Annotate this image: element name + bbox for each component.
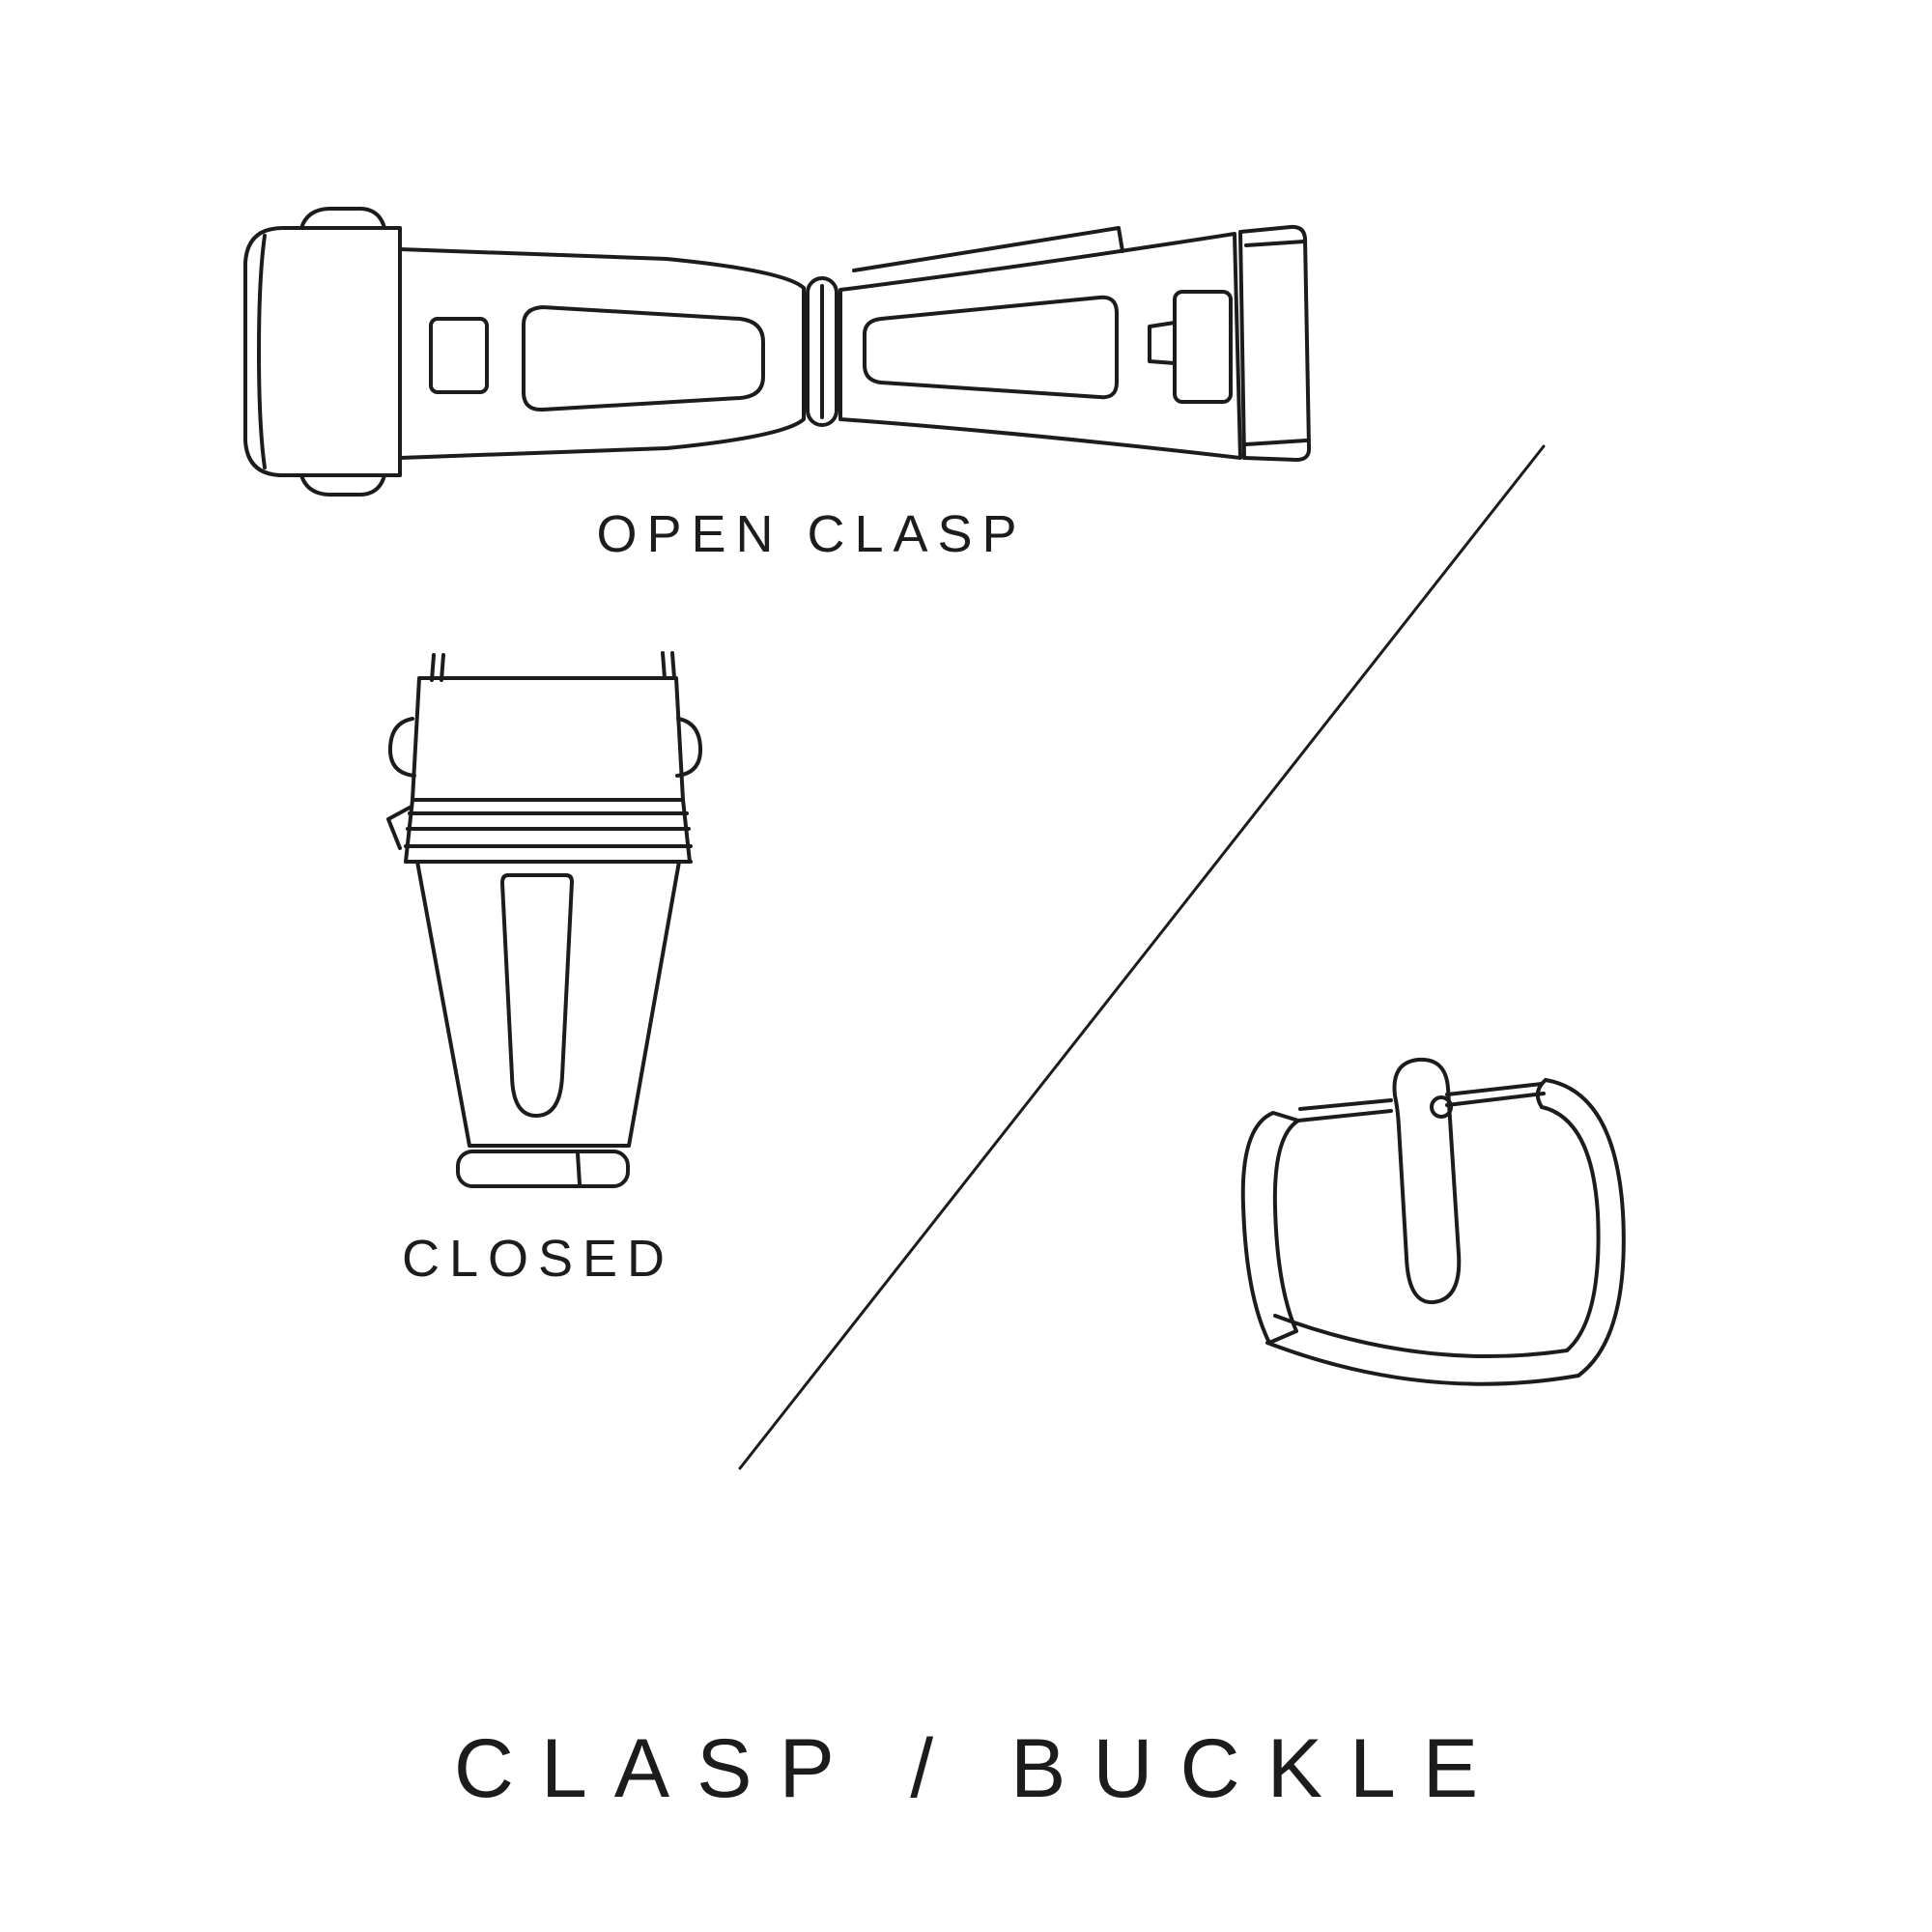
diagonal-divider: [738, 444, 1546, 1470]
open-clasp-hinge: [806, 276, 838, 427]
closed-clasp-slot: [500, 873, 574, 1118]
open-clasp-left-edge-detail: [257, 234, 267, 469]
closed-clasp-cover: [411, 676, 685, 802]
closed-clasp-band-lines: [404, 811, 693, 864]
closed-clasp-drawing: [386, 651, 703, 1188]
open-clasp-top-bump: [299, 207, 386, 230]
buckle-bottom-band-outer: [1265, 1341, 1580, 1386]
open-clasp-left-end-link: [243, 226, 402, 477]
open-clasp-left-arm: [398, 247, 806, 460]
open-clasp-label: OPEN CLASP: [596, 505, 1027, 563]
buckle-tongue: [1392, 1057, 1462, 1305]
open-clasp-right-top-plate: [852, 226, 1124, 272]
closed-clasp-body: [415, 860, 681, 1148]
open-clasp-right-end-bar: [1238, 224, 1312, 462]
closed-clasp-right-prongs: [661, 651, 676, 680]
closed-clasp-left-prongs: [430, 653, 445, 682]
open-clasp-hook-tab: [1148, 321, 1177, 365]
buckle-bottom-band-inner: [1273, 1314, 1569, 1359]
open-clasp-right-window: [863, 295, 1119, 400]
open-clasp-left-window: [522, 305, 765, 412]
open-clasp-right-arm: [838, 232, 1242, 460]
buckle-pin-bar-right: [1445, 1082, 1546, 1107]
open-clasp-end-bar-bottom-line: [1244, 439, 1308, 446]
closed-clasp-foot-line: [576, 1151, 582, 1186]
closed-clasp-right-ear: [675, 717, 703, 778]
open-clasp-end-bar-top-line: [1244, 240, 1306, 247]
closed-label: CLOSED: [401, 1230, 675, 1288]
open-clasp-bottom-bump: [299, 473, 386, 497]
closed-clasp-left-fold: [386, 806, 412, 850]
buckle-right-post-inner: [1540, 1105, 1601, 1352]
page-title: CLASP / BUCKLE: [453, 1722, 1506, 1815]
open-clasp-left-notch: [429, 317, 489, 394]
open-clasp-drawing: [243, 207, 1312, 497]
buckle-tongue-wrap-ring: [1430, 1095, 1453, 1119]
divider-line: [738, 444, 1546, 1470]
closed-clasp-left-ear: [387, 717, 416, 778]
open-clasp-right-cutout: [1173, 290, 1233, 404]
closed-clasp-foot: [456, 1150, 630, 1188]
buckle-pin-bar-left: [1296, 1098, 1393, 1122]
buckle-right-post-outer: [1544, 1078, 1626, 1378]
buckle-left-post: [1240, 1111, 1300, 1345]
buckle-drawing: [1240, 1057, 1626, 1386]
